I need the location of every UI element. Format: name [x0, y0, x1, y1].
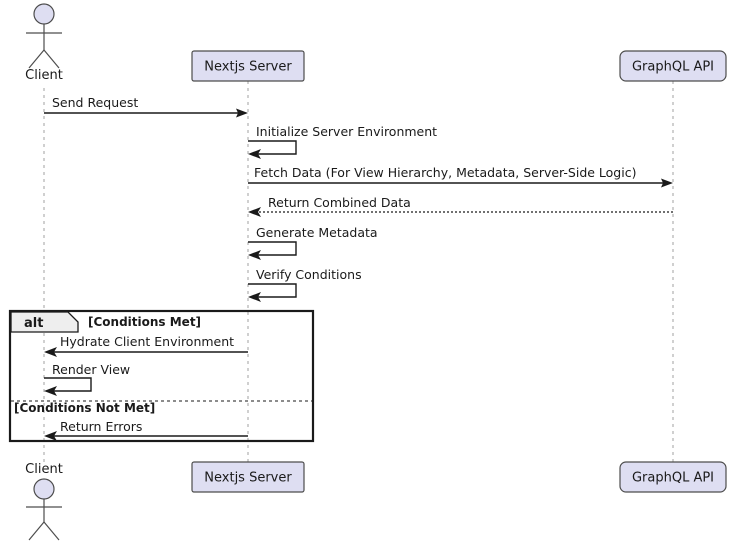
message-selfloop-initialize-server-environment [248, 140, 297, 155]
alt-fragment-guard-conditions-met: [Conditions Met] [88, 315, 201, 329]
participant-box-nextjs-bottom[interactable] [191, 461, 305, 493]
message-arrowhead-generate-metadata [248, 250, 261, 260]
message-arrowhead-hydrate-client-environment [44, 347, 57, 357]
actor-leg-left-icon [28, 49, 45, 69]
participant-footer-graphql[interactable]: GraphQL API [619, 461, 727, 493]
message-arrowhead-verify-conditions [248, 292, 261, 302]
message-render-view[interactable]: Render View [44, 362, 130, 396]
message-label-initialize-server-environment: Initialize Server Environment [256, 124, 437, 139]
message-arrowhead-fetch-data [661, 178, 673, 188]
participant-box-graphql-bottom[interactable] [619, 461, 727, 493]
message-fetch-data[interactable]: Fetch Data (For View Hierarchy, Metadata… [248, 165, 673, 188]
message-selfloop-generate-metadata [248, 241, 297, 256]
message-label-hydrate-client-environment: Hydrate Client Environment [60, 334, 234, 349]
participant-label-nextjs-bottom: Nextjs Server [204, 471, 292, 486]
alt-fragment[interactable]: alt [Conditions Met] [Conditions Not Met… [8, 309, 315, 443]
message-label-render-view: Render View [52, 362, 130, 377]
message-hydrate-client-environment[interactable]: Hydrate Client Environment [44, 334, 248, 357]
actor-head-icon-bottom [33, 478, 55, 500]
message-selfloop-verify-conditions [248, 283, 297, 298]
alt-fragment-guard-conditions-not-met: [Conditions Not Met] [14, 401, 155, 415]
alt-fragment-operator-label: alt [24, 316, 43, 331]
participant-footer-client[interactable]: Client [25, 462, 63, 541]
message-send-request[interactable]: Send Request [44, 95, 248, 118]
message-verify-conditions[interactable]: Verify Conditions [248, 267, 362, 302]
actor-head-icon [33, 3, 55, 25]
message-arrowhead-initialize-server-environment [248, 149, 261, 159]
message-label-return-combined-data: Return Combined Data [268, 195, 411, 210]
message-return-combined-data[interactable]: Return Combined Data [248, 195, 673, 217]
message-arrowhead-render-view [44, 386, 57, 396]
message-label-verify-conditions: Verify Conditions [256, 267, 362, 282]
participant-header-graphql[interactable]: GraphQL API [619, 50, 727, 82]
participant-label-graphql-top: GraphQL API [632, 60, 714, 75]
message-arrowhead-return-combined-data [248, 207, 261, 217]
participant-box-nextjs-top[interactable] [191, 50, 305, 82]
message-label-return-errors: Return Errors [60, 419, 142, 434]
message-selfloop-render-view [44, 377, 92, 392]
participant-box-graphql-top[interactable] [619, 50, 727, 82]
message-return-errors[interactable]: Return Errors [44, 419, 248, 441]
lifelines-group [43, 81, 674, 462]
participant-label-graphql-bottom: GraphQL API [632, 471, 714, 486]
participant-footer-nextjs[interactable]: Nextjs Server [191, 461, 305, 493]
message-arrowhead-return-errors [44, 431, 57, 441]
message-label-send-request: Send Request [52, 95, 138, 110]
message-arrowhead-send-request [236, 108, 248, 118]
message-label-generate-metadata: Generate Metadata [256, 225, 378, 240]
actor-leg-right-icon-bottom [43, 521, 60, 541]
participant-label-nextjs-top: Nextjs Server [204, 60, 292, 75]
message-label-fetch-data: Fetch Data (For View Hierarchy, Metadata… [254, 165, 636, 180]
participant-label-client-bottom: Client [25, 462, 63, 477]
alt-fragment-border [8, 309, 315, 443]
message-initialize-server-environment[interactable]: Initialize Server Environment [248, 124, 437, 159]
participant-label-client-top: Client [25, 68, 63, 83]
alt-fragment-operator-tab [10, 311, 79, 333]
participant-header-nextjs[interactable]: Nextjs Server [191, 50, 305, 82]
message-generate-metadata[interactable]: Generate Metadata [248, 225, 378, 260]
participant-header-client[interactable]: Client [25, 3, 63, 83]
actor-leg-right-icon [43, 49, 60, 69]
actor-leg-left-icon-bottom [28, 521, 45, 541]
